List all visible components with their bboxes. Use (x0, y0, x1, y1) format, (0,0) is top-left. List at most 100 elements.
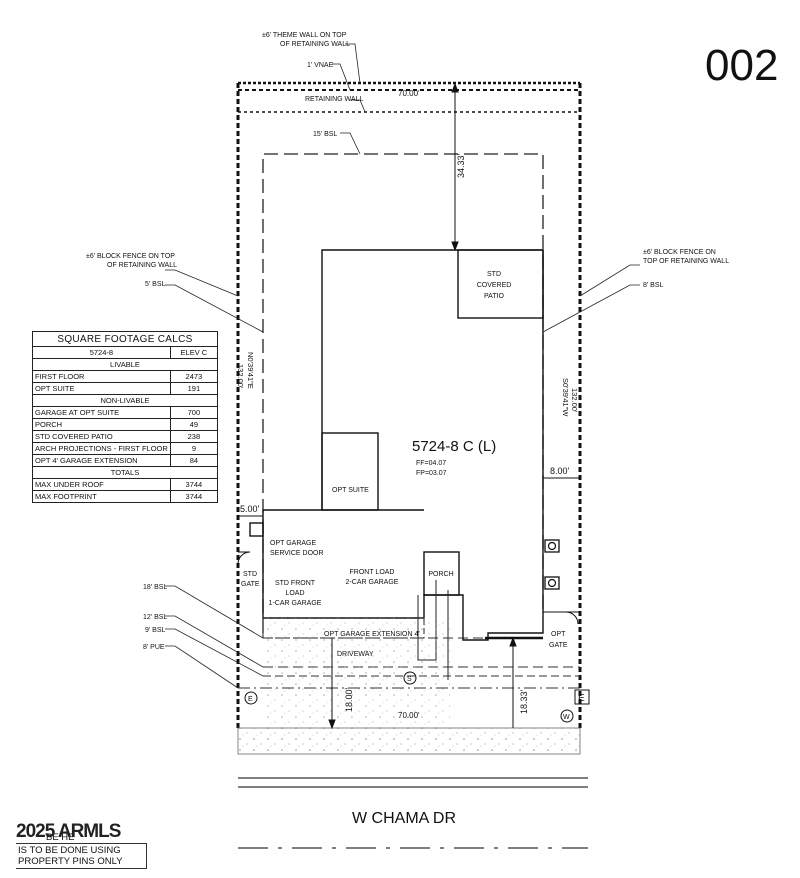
std-gate (237, 551, 251, 565)
finish-pad: FP=03.07 (416, 470, 447, 477)
sqft-row-label: OPT 4' GARAGE EXTENSION (32, 454, 171, 467)
sqft-row-label: GARAGE AT OPT SUITE (32, 406, 171, 419)
sqft-elev: ELEV C (169, 346, 219, 359)
dim-bearing-left: N0'39'41"E (246, 352, 255, 389)
electric-marker-left (244, 691, 258, 705)
sqft-livable-header: LIVABLE (32, 358, 218, 371)
table-row: ARCH PROJECTIONS - FIRST FLOOR 9 (32, 442, 219, 455)
utility-symbols (544, 539, 560, 590)
street-name: W CHAMA DR (352, 810, 456, 827)
sqft-row-label: FIRST FLOOR (32, 370, 171, 383)
dimension-lines (238, 82, 580, 730)
theme-wall-callout-2: OF RETAINING WALL (280, 41, 350, 48)
watermark-text: 2025 ARMLS (16, 821, 121, 842)
opt-garage-label-1: OPT GARAGE (270, 540, 316, 547)
sqft-row-value: 700 (169, 406, 219, 419)
sheet-number: 002 (705, 41, 778, 90)
note-box: IS TO BE DONE USING PROPERTY PINS ONLY (16, 843, 147, 869)
retaining-wall-callout: RETAINING WALL (305, 96, 363, 103)
sqft-row-value: 9 (169, 442, 219, 455)
layout-note: BE HE 2025 ARMLS IS TO BE DONE USING PRO… (16, 821, 147, 875)
sqft-row-label: MAX UNDER ROOF (32, 478, 171, 491)
sqft-row-label: PORCH (32, 418, 171, 431)
dim-side-left: 5.00' (240, 504, 260, 514)
sqft-row-label: ARCH PROJECTIONS - FIRST FLOOR (32, 442, 171, 455)
electric-marker-right-label: E (578, 693, 585, 704)
pue-8-callout: 8' PUE (143, 644, 165, 651)
sewer-marker-label: S (407, 676, 412, 683)
opt-garage-label-2: SERVICE DOOR (270, 550, 324, 557)
sqft-row-value: 191 (169, 382, 219, 395)
opt-suite-label: OPT SUITE (332, 487, 369, 494)
table-row: OPT 4' GARAGE EXTENSION 84 (32, 454, 219, 467)
sqft-non-livable-header: NON-LIVABLE (32, 394, 218, 407)
water-marker (560, 709, 574, 723)
patio-label-2: COVERED (477, 282, 512, 289)
dim-depth-right: 132.00' (570, 388, 579, 413)
table-row: MAX FOOTPRINT 3744 (32, 490, 219, 503)
table-row: OPT SUITE 191 (32, 382, 219, 395)
note-line-3: PROPERTY PINS ONLY (18, 856, 123, 867)
std-gate-label-1: STD (243, 571, 257, 578)
dim-side-right: 8.00' (550, 466, 570, 476)
finish-floor: FF=04.07 (416, 460, 446, 467)
right-fence-callout-1: ±6' BLOCK FENCE ON (643, 249, 716, 256)
left-bsl-callout: 5' BSL (145, 281, 166, 288)
theme-wall-callout-1: ±6' THEME WALL ON TOP (262, 32, 347, 39)
opt-gate-label-2: GATE (549, 642, 568, 649)
dim-depth-left: 132.00' (236, 364, 245, 389)
sidewalk-strip (237, 727, 581, 755)
std-gate-label-2: GATE (241, 581, 260, 588)
building-setback-line (262, 153, 544, 633)
bsl-12-callout: 12' BSL (143, 614, 167, 621)
patio-label-3: PATIO (484, 293, 505, 300)
sqft-row-value: 84 (169, 454, 219, 467)
left-fence-callout-2: OF RETAINING WALL (107, 262, 177, 269)
note-line-1: BE HE (46, 832, 75, 843)
sewer-marker (403, 671, 417, 685)
sqft-row-value: 2473 (169, 370, 219, 383)
sqft-row-label: MAX FOOTPRINT (32, 490, 171, 503)
sqft-row-value: 49 (169, 418, 219, 431)
opt-gate (543, 611, 580, 625)
table-row: GARAGE AT OPT SUITE 700 (32, 406, 219, 419)
table-row: MAX UNDER ROOF 3744 (32, 478, 219, 491)
property-boundary (236, 81, 582, 728)
house-footprint (249, 249, 544, 641)
bsl-18-callout: 18' BSL (143, 584, 167, 591)
lot-label: 5724-8 C (L) (412, 438, 496, 455)
water-marker-label: W (563, 714, 570, 721)
dim-front-right: 18.33' (519, 689, 529, 714)
sqft-plan: 5724-8 (32, 346, 171, 359)
table-row: STD COVERED PATIO 238 (32, 430, 219, 443)
bsl-9-callout: 9' BSL (145, 627, 166, 634)
opt-gate-label-1: OPT (551, 631, 566, 638)
sqft-row-label: STD COVERED PATIO (32, 430, 171, 443)
dim-front-left: 18.00' (344, 687, 354, 712)
table-row: PORCH 49 (32, 418, 219, 431)
left-fence-callout-1: ±6' BLOCK FENCE ON TOP (86, 253, 175, 260)
dim-rear-setback: 34.33' (456, 153, 466, 178)
leader-lines (165, 43, 640, 689)
sqft-totals-header: TOTALS (32, 466, 218, 479)
driveway-label: DRIVEWAY (337, 651, 374, 658)
street-lines (238, 777, 588, 849)
note-line-2: IS TO BE DONE USING (18, 845, 121, 856)
porch-label: PORCH (428, 571, 453, 578)
sqft-row-value: 3744 (169, 478, 219, 491)
sqft-row-value: 238 (169, 430, 219, 443)
dim-bottom-width: 70.00' (398, 711, 420, 720)
front-load-label-1: FRONT LOAD (350, 569, 395, 576)
std-front-label-2: LOAD (285, 590, 304, 597)
right-bsl-callout: 8' BSL (643, 282, 664, 289)
dim-bearing-right: S0'39'41"W (561, 378, 570, 417)
driveway-area (265, 618, 450, 730)
electric-marker-right (574, 689, 590, 705)
patio-label-1: STD (487, 271, 501, 278)
sqft-row-value: 3744 (169, 490, 219, 503)
dim-top-width: 70.00' (398, 89, 420, 98)
electric-marker-left-label: E (248, 696, 253, 703)
vnae-callout: 1' VNAE (307, 62, 334, 69)
